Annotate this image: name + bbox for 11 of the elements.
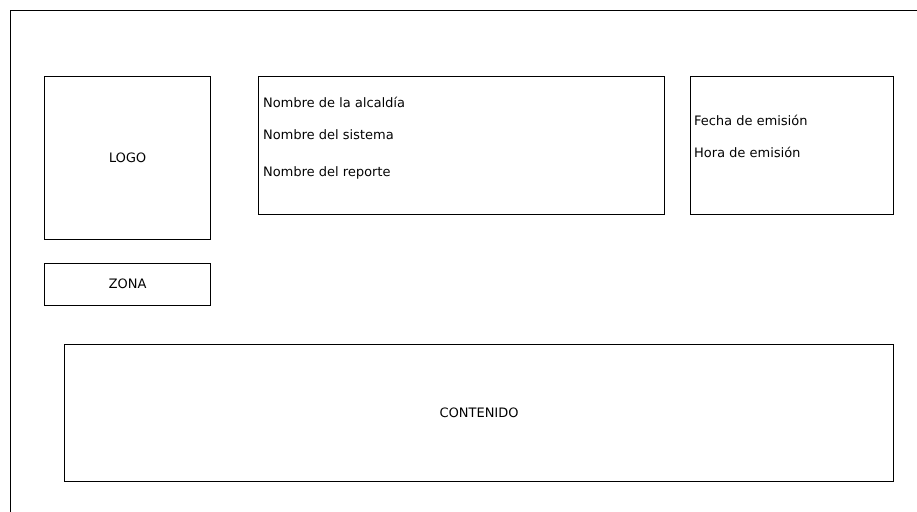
page-frame	[10, 10, 917, 512]
date-box	[690, 76, 894, 215]
header-box	[258, 76, 665, 215]
text-line: Fecha de emisión	[694, 114, 808, 130]
content-area: CONTENIDO	[64, 344, 894, 482]
text-line: Nombre del reporte	[263, 165, 390, 181]
zone-box: ZONA	[44, 263, 211, 306]
text-line: Hora de emisión	[694, 146, 800, 162]
placeholder-box: LOGO	[44, 76, 211, 240]
text-line: Nombre de la alcaldía	[263, 96, 406, 112]
text-line: Nombre del sistema	[263, 128, 394, 144]
